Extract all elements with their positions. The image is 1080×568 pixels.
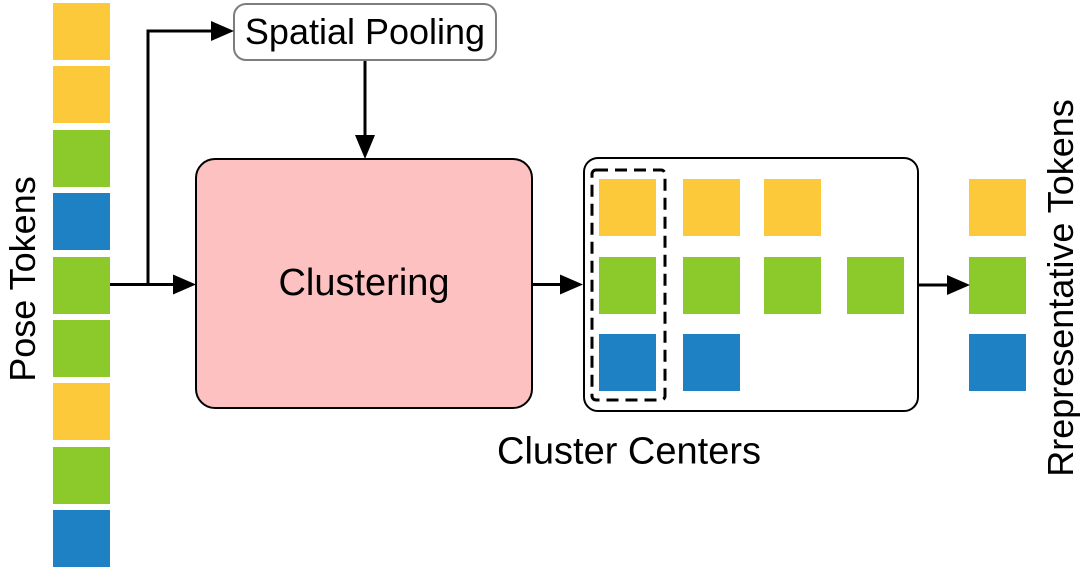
cluster-center-token-green	[683, 256, 740, 314]
representative-tokens-label: Rrepresentative Tokens	[1040, 99, 1080, 477]
cluster-center-token-green	[764, 256, 821, 314]
token-green	[53, 319, 110, 377]
token-green	[53, 129, 110, 187]
arrowhead-tokens-to-spatial-pooling	[211, 21, 234, 41]
arrowhead-cluster-centers-to-representative	[947, 275, 970, 295]
token-blue	[53, 510, 110, 568]
representative-token-column	[969, 179, 1026, 391]
cluster-center-token-green	[599, 256, 656, 314]
cluster-centers-grid	[583, 157, 919, 412]
token-blue	[53, 193, 110, 251]
cluster-center-token-blue	[599, 333, 656, 391]
clustering-label: Clustering	[278, 262, 450, 304]
token-yellow	[969, 179, 1026, 236]
pose-tokens-label: Pose Tokens	[2, 176, 43, 382]
token-yellow	[53, 66, 110, 124]
spatial-pooling-box: Spatial Pooling	[233, 3, 497, 61]
arrowhead-clustering-to-cluster-centers	[560, 274, 583, 295]
token-yellow	[53, 3, 110, 60]
cluster-center-token-yellow	[764, 179, 821, 236]
token-blue	[969, 334, 1026, 391]
pose-token-column	[53, 3, 110, 568]
cluster-center-token-green	[847, 256, 904, 314]
arrowhead-spatial-pooling-to-clustering	[355, 135, 375, 159]
cluster-centers-label: Cluster Centers	[497, 430, 761, 473]
token-yellow	[53, 383, 110, 441]
token-green	[53, 256, 110, 314]
cluster-center-token-yellow	[683, 179, 740, 236]
spatial-pooling-label: Spatial Pooling	[244, 11, 486, 52]
token-green	[969, 256, 1026, 314]
cluster-center-token-blue	[683, 333, 740, 391]
cluster-center-token-yellow	[599, 179, 656, 236]
arrowhead-tokens-to-clustering	[173, 274, 196, 295]
token-green	[53, 446, 110, 504]
clustering-box: Clustering	[195, 158, 533, 409]
